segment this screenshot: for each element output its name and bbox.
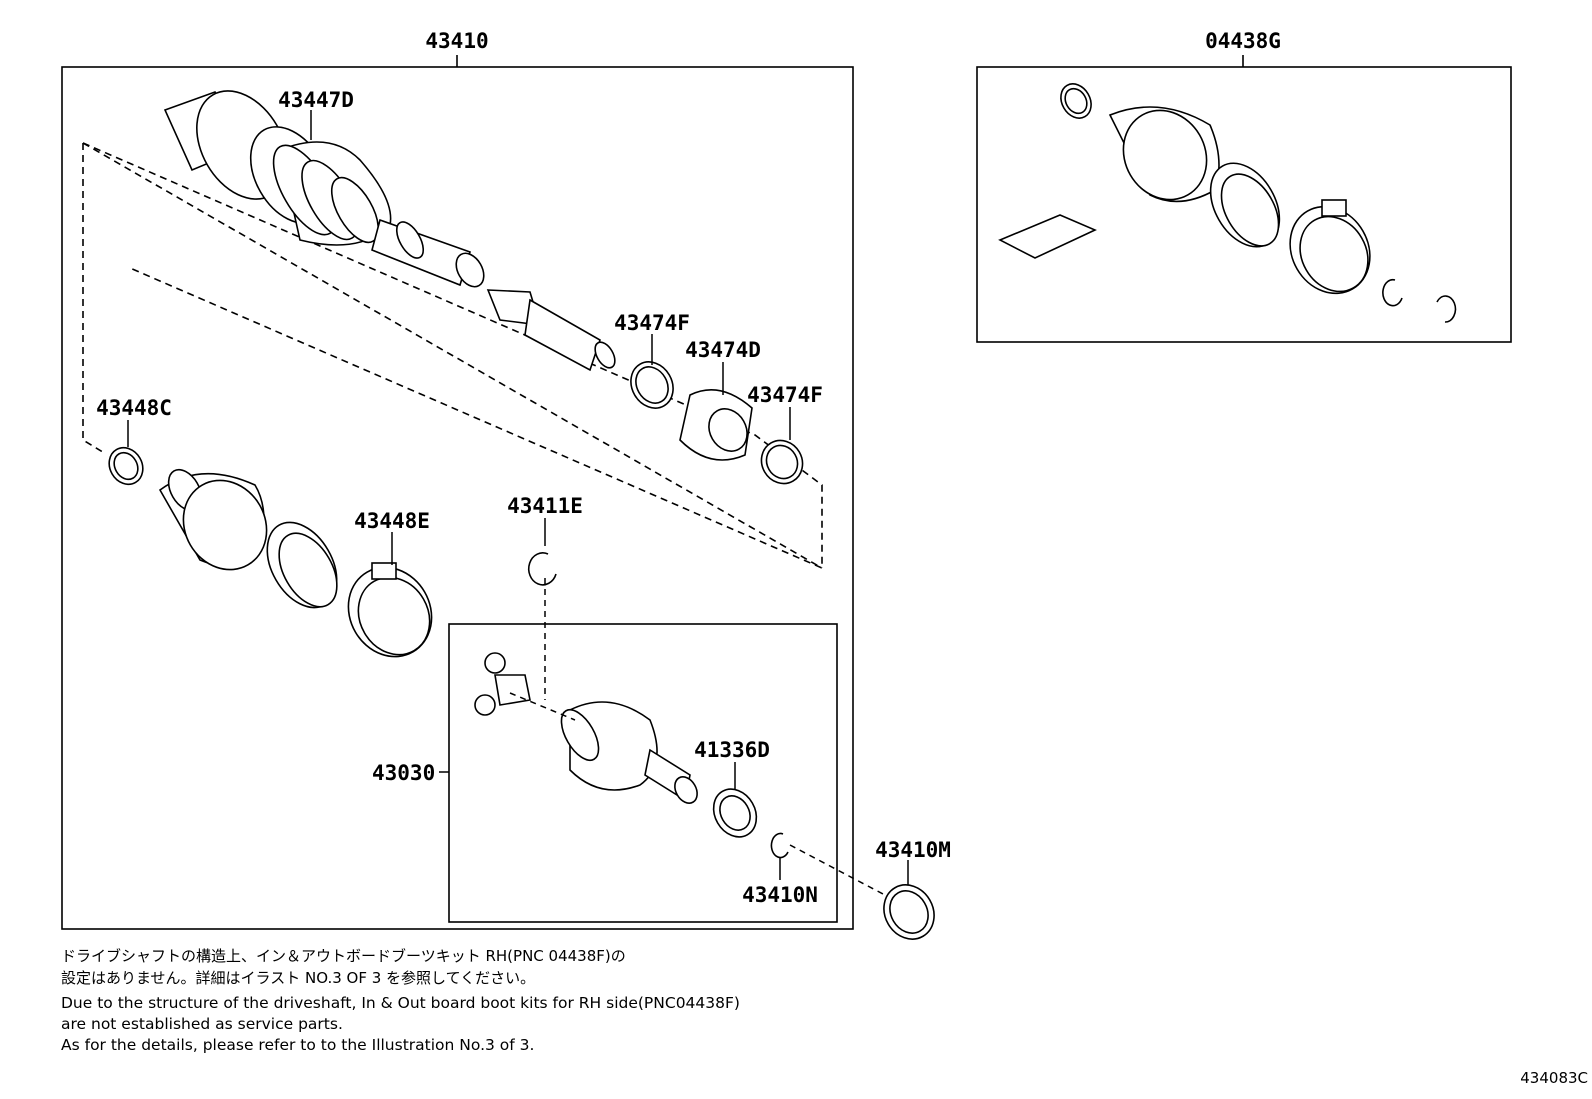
label-clamp-inner-2: 43474F — [747, 383, 823, 407]
kit-dashed-outline — [82, 143, 107, 455]
label-dust-boot: 43474D — [685, 338, 761, 362]
japanese-note-line1: ドライブシャフトの構造上、イン＆アウトボードブーツキット RH(PNC 0443… — [61, 947, 626, 965]
label-snap-ring-2: 43410N — [742, 883, 818, 907]
japanese-note: ドライブシャフトの構造上、イン＆アウトボードブーツキット RH(PNC 0443… — [61, 945, 626, 989]
label-seal-ring: 43410M — [875, 838, 951, 862]
label-outer-joint-boot: 43447D — [278, 88, 354, 112]
english-note: Due to the structure of the driveshaft, … — [61, 993, 740, 1056]
label-clamp-inner-1: 43474F — [614, 311, 690, 335]
label-dust-seal: 41336D — [694, 738, 770, 762]
english-note-line2: are not established as service parts. — [61, 1015, 343, 1033]
figure-code: 434083C — [1520, 1069, 1588, 1087]
driveshaft-drawing — [108, 83, 1457, 940]
english-note-line3: As for the details, please refer to to t… — [61, 1036, 535, 1054]
label-inner-joint: 43030 — [372, 761, 435, 785]
kit-frame — [976, 66, 1512, 343]
inner-joint-frame — [448, 623, 838, 923]
label-clamp-large: 43448E — [354, 509, 430, 533]
japanese-note-line2: 設定はありません。詳細はイラスト NO.3 OF 3 を参照してください。 — [61, 969, 536, 987]
label-assembly: 43410 — [425, 29, 488, 53]
label-clamp-small: 43448C — [96, 396, 172, 420]
label-kit: 04438G — [1205, 29, 1281, 53]
label-snap-ring: 43411E — [507, 494, 583, 518]
english-note-line1: Due to the structure of the driveshaft, … — [61, 994, 740, 1012]
